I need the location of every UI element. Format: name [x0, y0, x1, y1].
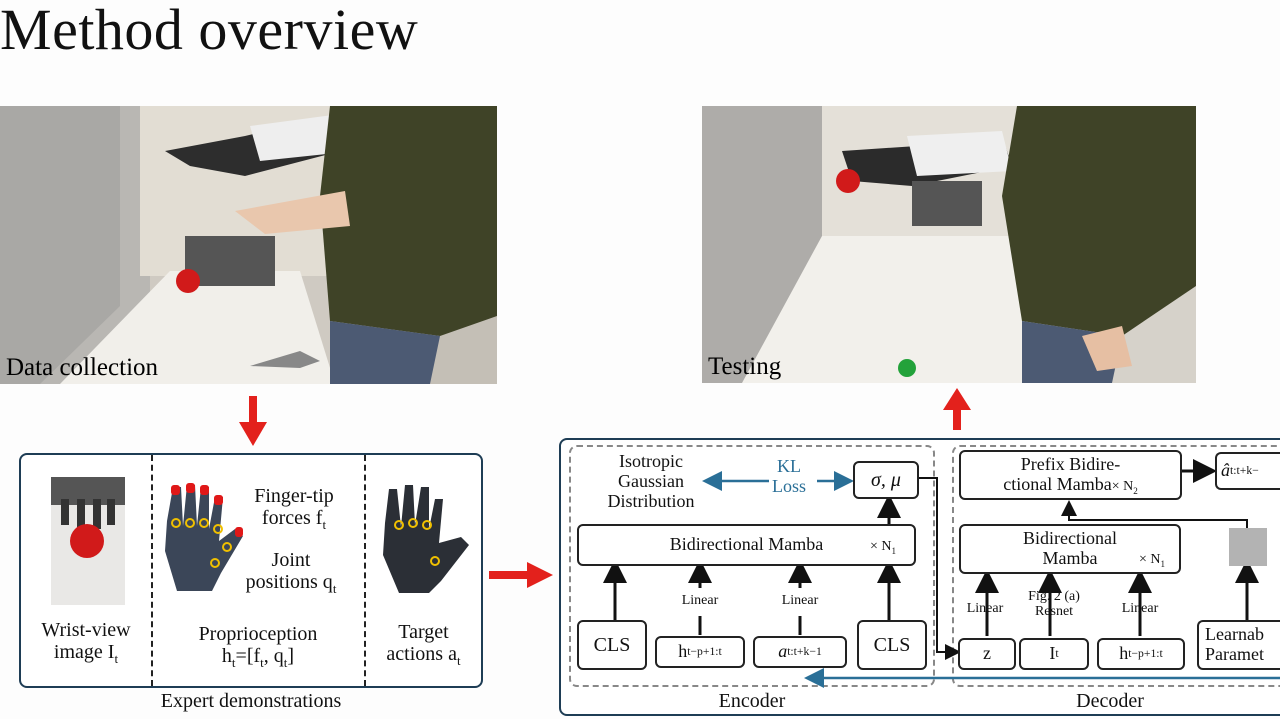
- testing-label: Testing: [708, 353, 782, 380]
- wrist-view-label: Wrist-view image It: [41, 619, 131, 666]
- decoder-resnet-label: Fig. 2 (a) Resnet: [1028, 589, 1080, 620]
- hand-sensor-icon: [165, 483, 243, 591]
- divider-1: [151, 455, 153, 686]
- encoder-linear-label-1: Linear: [681, 593, 719, 608]
- encoder-cls-box-2: CLS: [857, 620, 927, 670]
- encoder-region: [569, 445, 935, 687]
- testing-photo: Testing: [702, 106, 1196, 383]
- testing-scene: [702, 106, 1196, 383]
- data-collection-scene: [0, 106, 497, 384]
- decoder-region: [952, 445, 1280, 687]
- wrist-view-image: [51, 477, 125, 605]
- learnable-parameter-square: [1229, 528, 1267, 566]
- decoder-linear-label-2: Linear: [1121, 601, 1159, 616]
- page-title: Method overview: [0, 0, 419, 62]
- expert-demonstrations-panel: Wrist-view image It Finger-tip forces ft…: [19, 453, 483, 688]
- learnable-parameters-box: Learnab Paramet: [1197, 620, 1280, 670]
- sigma-mu-box: σ, μ: [853, 461, 919, 499]
- encoder-linear-label-2: Linear: [781, 593, 819, 608]
- proprioception-label: Proprioception ht=[ft, qt]: [198, 623, 318, 670]
- encoder-caption: Encoder: [718, 690, 786, 712]
- kl-loss-label: KL Loss: [771, 456, 806, 496]
- up-arrow-icon: [943, 388, 971, 430]
- decoder-bidirectional-mamba: Bidirectional Mamba × N1: [959, 524, 1181, 574]
- right-arrow-icon: [489, 562, 553, 588]
- data-collection-photo: Data collection: [0, 106, 497, 384]
- encoder-cls-box-1: CLS: [577, 620, 647, 670]
- decoder-linear-label-1: Linear: [966, 601, 1004, 616]
- decoder-caption: Decoder: [1076, 690, 1144, 712]
- fingertip-forces-label: Finger-tip forces ft: [254, 485, 334, 532]
- down-arrow-icon: [239, 396, 267, 446]
- expert-demonstrations-caption: Expert demonstrations: [160, 690, 342, 712]
- joint-positions-label: Joint positions qt: [245, 549, 337, 596]
- isotropic-gaussian-label: Isotropic Gaussian Distribution: [607, 451, 695, 511]
- divider-2: [364, 455, 366, 686]
- encoder-bidirectional-mamba: Bidirectional Mamba × N1: [577, 524, 916, 566]
- hand-target-icon: [383, 485, 469, 593]
- data-collection-label: Data collection: [6, 354, 159, 381]
- prefix-bidirectional-mamba: Prefix Bidire- ctional Mamba× N2: [959, 450, 1182, 500]
- decoder-z-input: z: [958, 638, 1016, 670]
- target-actions-label: Target actions at: [386, 621, 461, 668]
